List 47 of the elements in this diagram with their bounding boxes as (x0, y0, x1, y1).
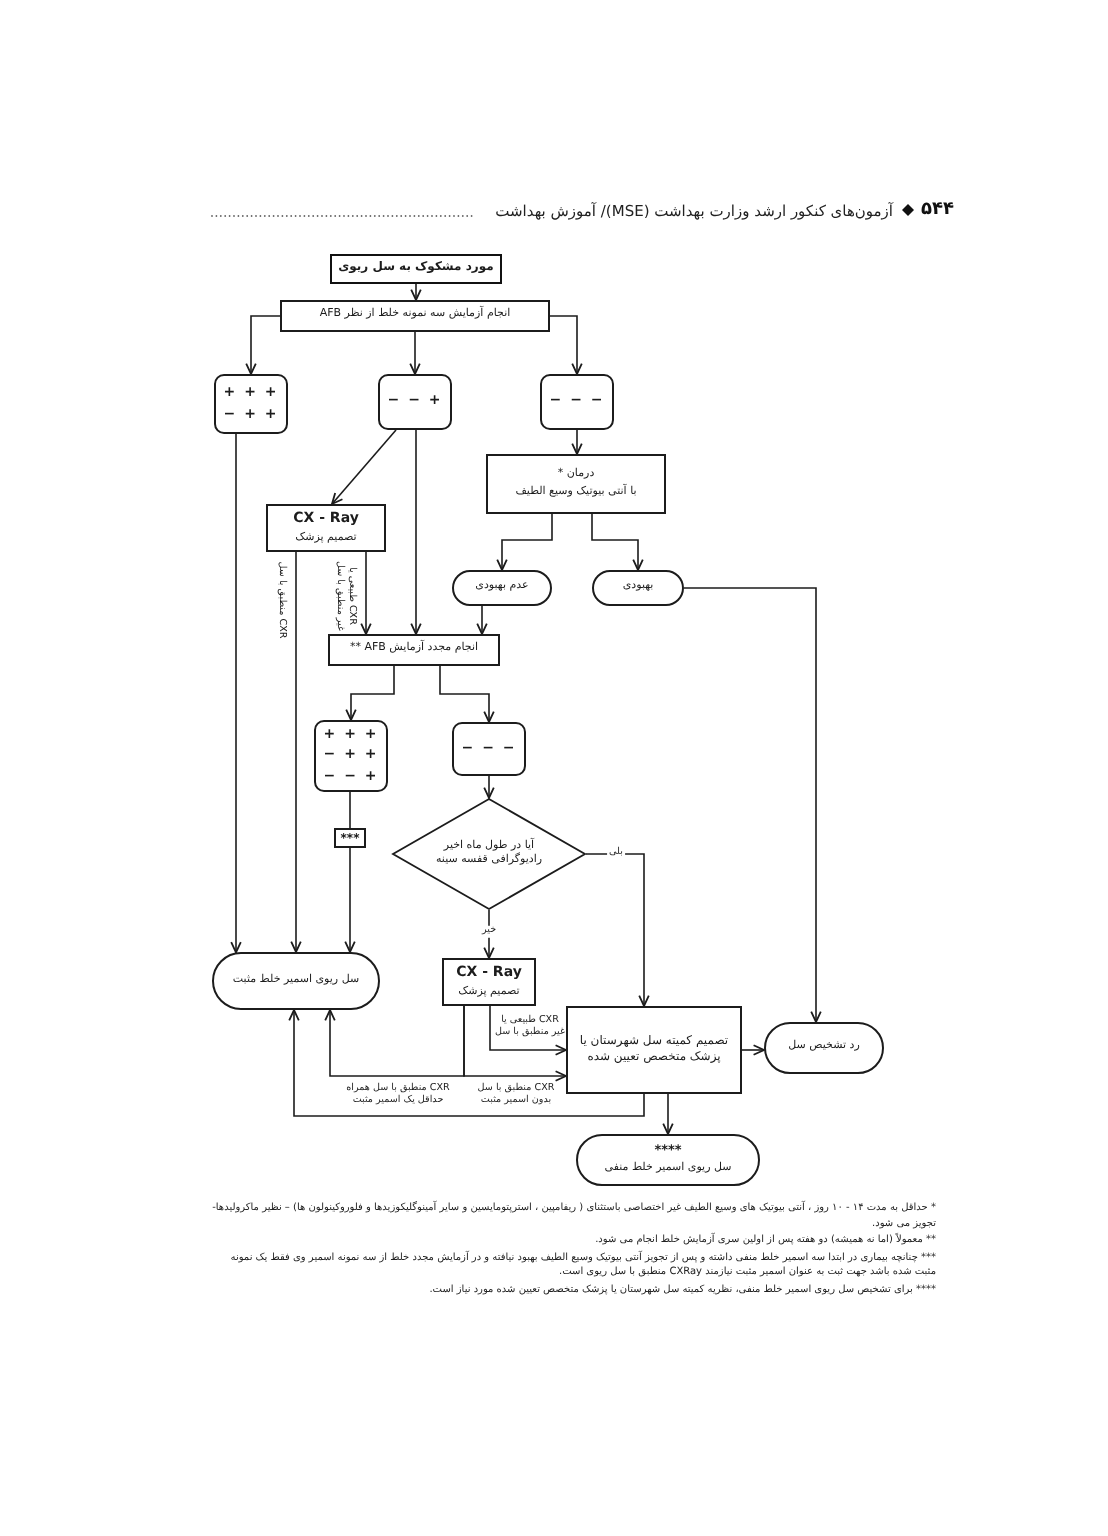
decision-diamond (392, 798, 586, 910)
process-box (566, 1006, 742, 1094)
arrow (245, 315, 281, 375)
result-box (214, 374, 288, 434)
arrow (489, 1005, 567, 1056)
arrow (591, 513, 644, 571)
arrow (409, 331, 421, 375)
arrow (230, 433, 242, 954)
arrow (410, 429, 422, 635)
result-box (378, 374, 452, 430)
arrow (439, 665, 495, 723)
arrow (360, 551, 372, 635)
rounded-terminal (452, 570, 552, 606)
process-box (266, 504, 386, 552)
rounded-terminal (592, 570, 684, 606)
arrow (344, 847, 356, 953)
rounded-terminal (212, 952, 380, 1010)
arrow (290, 551, 302, 953)
page-number: ۵۴۴ (921, 200, 954, 220)
arrow (324, 1005, 465, 1077)
connector-line (349, 791, 351, 829)
process-box (280, 300, 550, 332)
arrow (549, 315, 583, 375)
arrow (463, 1005, 567, 1082)
start-box (330, 254, 502, 284)
rounded-terminal (764, 1022, 884, 1074)
arrow (585, 853, 650, 1007)
result-box (314, 720, 388, 792)
arrow (331, 429, 397, 505)
arrow (662, 1093, 674, 1135)
arrow (741, 1044, 765, 1056)
note-marker-box (334, 828, 366, 848)
arrow (496, 513, 553, 571)
arrow (345, 665, 395, 721)
arrow (288, 1009, 645, 1117)
arrow (571, 429, 583, 455)
process-box (328, 634, 500, 666)
arrow (483, 909, 495, 959)
arrow (476, 605, 488, 635)
process-box (486, 454, 666, 514)
result-box (540, 374, 614, 430)
rounded-terminal (576, 1134, 760, 1186)
process-box (442, 958, 536, 1006)
arrow (483, 775, 495, 799)
arrow (410, 283, 422, 301)
arrow (683, 587, 822, 1023)
result-box (452, 722, 526, 776)
